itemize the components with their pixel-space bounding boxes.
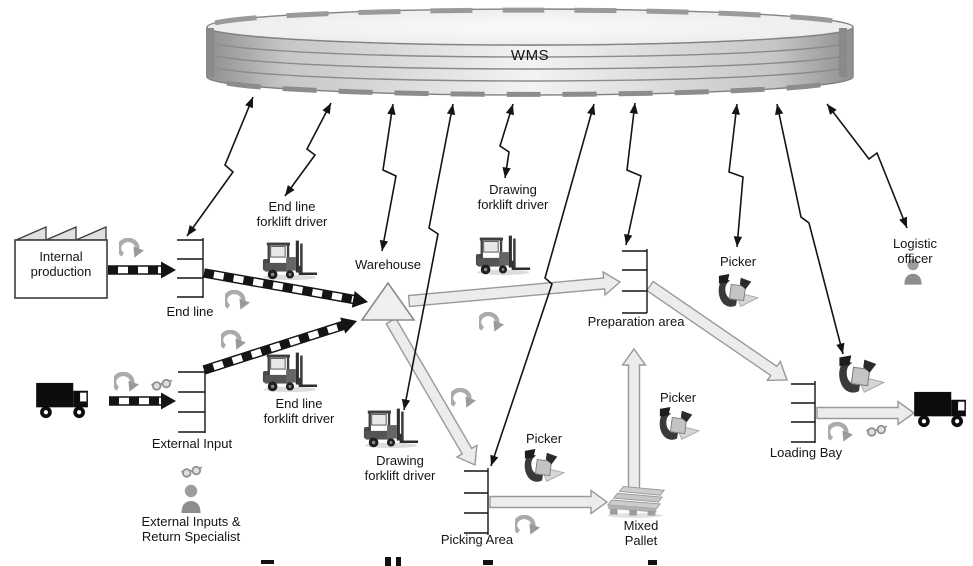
refresh-icon	[479, 314, 504, 332]
wms-link-drawing-forklift-driver-bottom	[401, 103, 456, 411]
rack-loading-bay	[791, 381, 816, 443]
wms-link-end-line-forklift-driver	[284, 102, 332, 197]
wms-link-picker-loading-bay	[775, 103, 845, 355]
area-rack-symbols	[177, 238, 816, 535]
truck-icon	[914, 391, 966, 428]
refresh-icon	[225, 292, 250, 310]
crop-mark	[385, 557, 391, 566]
rack-end-line	[177, 238, 204, 298]
refresh-icon	[119, 240, 144, 258]
picker-icon	[718, 273, 759, 308]
striped-arrow-end-line-to-warehouse	[203, 268, 368, 308]
picker-icon	[838, 354, 885, 394]
block-arrow-warehouse-to-preparation-area	[407, 270, 622, 308]
forklift-icon	[474, 234, 532, 276]
crop-mark	[648, 560, 657, 565]
block-arrow-warehouse-to-picking-area	[385, 317, 478, 467]
rack-picking-area	[464, 468, 489, 535]
refresh-icon	[451, 390, 476, 408]
block-arrow-mixed-pallet-to-preparation-area	[621, 347, 647, 490]
block-arrow-preparation-area-to-loading-bay	[645, 280, 788, 382]
truck-icon	[36, 382, 88, 419]
block-arrow-loading-bay-to-outbound-truck	[816, 400, 916, 426]
refresh-icon	[828, 424, 853, 442]
rack-external-input	[178, 370, 206, 433]
crop-mark	[483, 560, 493, 565]
pallet-icon	[606, 485, 665, 519]
crop-mark	[261, 560, 274, 564]
wms-cylinder	[206, 7, 854, 97]
striped-arrow-external-input-to-warehouse	[202, 317, 357, 375]
icon-layer	[36, 234, 966, 535]
pallet-flow-arrows	[108, 261, 368, 410]
warehouse-triangle-icon	[360, 281, 416, 321]
forklift-icon	[261, 239, 319, 281]
forklift-icon	[362, 407, 420, 449]
wms-link-end-line	[186, 96, 254, 237]
refresh-icon	[515, 517, 540, 535]
wms-link-drawing-forklift-driver-top	[499, 103, 514, 179]
striped-arrow-inbound-truck-to-external-input	[109, 392, 176, 410]
wms-link-picking-area	[490, 103, 596, 467]
glasses-icon	[150, 378, 173, 391]
wms-link-preparation-area	[624, 102, 642, 246]
refresh-icon	[114, 374, 139, 392]
picker-icon	[524, 448, 565, 483]
crop-mark	[396, 557, 401, 566]
forklift-icon	[261, 351, 319, 393]
wms-link-warehouse	[379, 103, 397, 252]
striped-arrow-internal-production-to-end-line	[108, 261, 176, 279]
glasses-icon	[865, 424, 888, 437]
wms-link-picker-preparation	[728, 103, 744, 248]
wms-communication-links	[186, 96, 908, 467]
person-icon	[904, 259, 922, 285]
block-arrow-picking-area-to-mixed-pallet	[489, 489, 609, 515]
rack-preparation-area	[622, 249, 648, 314]
factory-icon	[14, 226, 108, 299]
wms-link-logistic-officer	[826, 103, 908, 229]
refresh-icon	[221, 332, 246, 350]
person-icon	[181, 484, 201, 513]
picker-icon	[659, 406, 700, 441]
glasses-icon	[180, 465, 203, 478]
cropped-caption-marks	[261, 557, 657, 566]
material-flow-arrows	[385, 270, 916, 515]
